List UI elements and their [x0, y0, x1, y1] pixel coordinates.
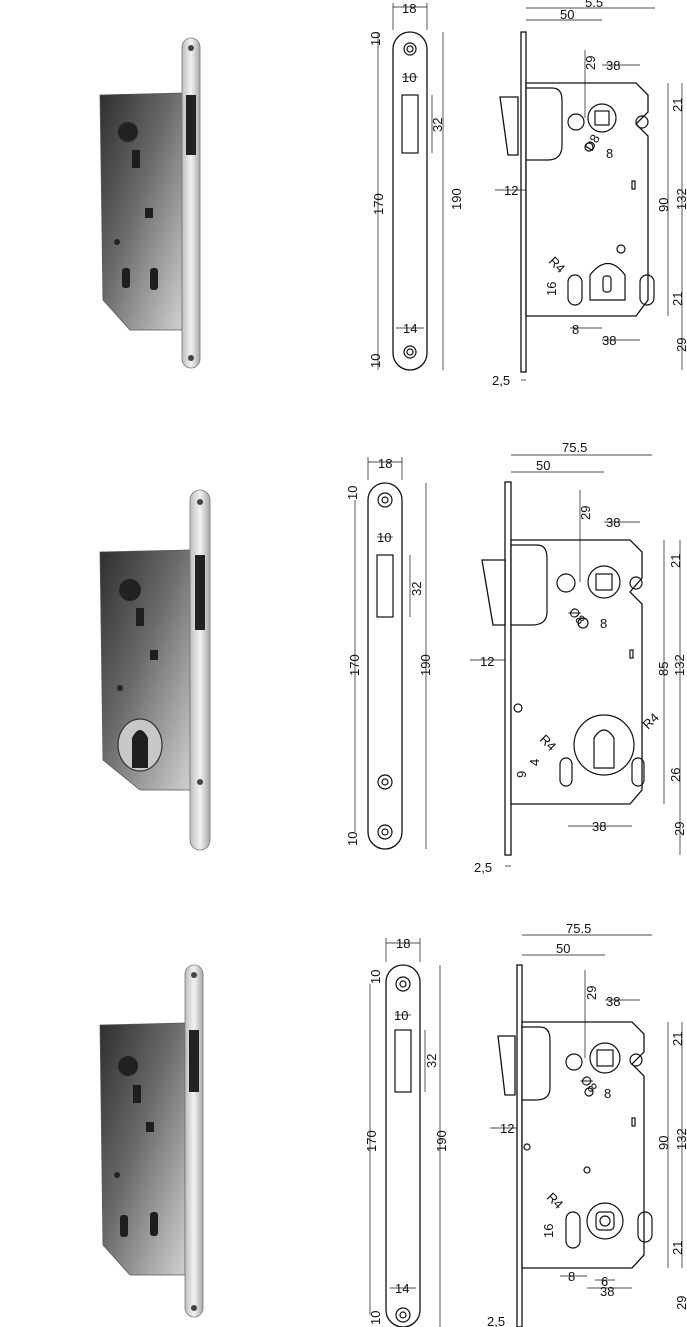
- r2-b-rbottom: 26: [668, 768, 683, 782]
- r2-fp-top: 10: [345, 486, 360, 500]
- r1-fp-sloth: 32: [430, 118, 445, 132]
- r3-fp-bottom: 10: [368, 1311, 383, 1325]
- r3-b-backset: 50: [556, 941, 570, 956]
- r1-fp-span: 170: [371, 193, 386, 215]
- body-drawing-2: [470, 454, 681, 867]
- row-1: 18 10 10 32 170 190 14 10 5.5 50 29 38 2…: [99, 0, 687, 388]
- r3-b-thick: 2,5: [487, 1314, 505, 1327]
- r3-b-small: 8: [604, 1086, 611, 1101]
- r2-b-d1: 29: [578, 506, 593, 520]
- r1-b-topw: 5.5: [585, 0, 603, 10]
- r3-fp-span: 170: [364, 1130, 379, 1152]
- r1-fp-holes: 14: [403, 321, 417, 336]
- r2-b-backset: 50: [536, 458, 550, 473]
- r1-fp-width: 18: [402, 1, 416, 16]
- r3-b-left: 12: [500, 1121, 514, 1136]
- r1-b-thick: 2,5: [492, 373, 510, 388]
- r3-b-d2: 38: [606, 994, 620, 1009]
- r3-fp-holes: 14: [395, 1281, 409, 1296]
- r2-fp-span: 170: [347, 654, 362, 676]
- lock-photo-1: [99, 37, 201, 369]
- r2-b-bottom: 29: [672, 822, 687, 836]
- r2-b-thick: 2,5: [474, 860, 492, 875]
- faceplate-drawing-1: [377, 3, 444, 371]
- body-drawing-3: [490, 934, 683, 1327]
- r2-fp-bottom: 10: [345, 832, 360, 846]
- r3-fp-height: 190: [434, 1130, 449, 1152]
- r1-b-d1: 29: [583, 56, 598, 70]
- r1-b-d2: 38: [606, 58, 620, 73]
- r3-fp-slotw: 10: [394, 1008, 408, 1023]
- r1-b-rtop: 21: [670, 98, 685, 112]
- r2-fp-slotw: 10: [377, 530, 391, 545]
- r1-b-bottom: 29: [674, 338, 687, 352]
- r2-b-radius2: R4: [640, 710, 662, 732]
- r3-b-rbottom: 21: [670, 1241, 685, 1255]
- r1-b-rbottom: 21: [670, 292, 685, 306]
- r1-b-mid: 90: [656, 198, 671, 212]
- row-2: 18 10 10 32 170 190 10 75.5 50 29 38 21 …: [99, 440, 687, 875]
- row-1-labels: 18 10 10 32 170 190 14 10 5.5 50 29 38 2…: [368, 0, 687, 388]
- r3-b-bottom: 29: [674, 1296, 687, 1310]
- r1-b-small: 8: [606, 146, 613, 161]
- row-2-labels: 18 10 10 32 170 190 10 75.5 50 29 38 21 …: [345, 440, 687, 875]
- r2-b-b2: 38: [592, 819, 606, 834]
- r3-b-keyh: 16: [541, 1224, 556, 1238]
- r1-b-total: 132: [674, 188, 687, 210]
- r1-fp-top: 10: [368, 32, 383, 46]
- r1-b-keyh: 16: [544, 282, 559, 296]
- r2-fp-height: 190: [418, 654, 433, 676]
- r1-fp-height: 190: [449, 188, 464, 210]
- r1-b-hole: D8: [582, 132, 603, 154]
- r1-b-left: 12: [504, 183, 518, 198]
- r2-b-left: 12: [480, 654, 494, 669]
- r2-b-mid: 85: [656, 662, 671, 676]
- r3-fp-sloth: 32: [424, 1054, 439, 1068]
- r1-b-backset: 50: [560, 7, 574, 22]
- r3-b-rtop: 21: [670, 1032, 685, 1046]
- r2-fp-width: 18: [378, 456, 392, 471]
- r3-b-topw: 75.5: [566, 921, 591, 936]
- r1-b-b1: 8: [572, 322, 579, 337]
- r1-fp-slotw: 10: [402, 70, 416, 85]
- row-3: 18 10 10 32 170 190 14 10 75.5 50 29 38 …: [99, 921, 687, 1327]
- r2-b-keyh: 4: [527, 759, 542, 766]
- r2-b-total: 132: [672, 654, 687, 676]
- row-3-labels: 18 10 10 32 170 190 14 10 75.5 50 29 38 …: [364, 921, 687, 1327]
- r1-fp-bottom: 10: [368, 354, 383, 368]
- r2-b-rtop: 21: [668, 554, 683, 568]
- r3-b-mid: 90: [656, 1136, 671, 1150]
- faceplate-drawing-2: [354, 457, 427, 850]
- r2-fp-sloth: 32: [409, 582, 424, 596]
- r3-b-b1: 8: [568, 1269, 575, 1284]
- lock-photo-3: [99, 964, 204, 1318]
- r3-b-b3: 6: [601, 1274, 608, 1289]
- r3-b-d1: 29: [584, 986, 599, 1000]
- r2-b-keyw: 9: [514, 771, 529, 778]
- r2-b-small: 8: [600, 616, 607, 631]
- r3-fp-width: 18: [396, 936, 410, 951]
- r3-b-total: 132: [674, 1128, 687, 1150]
- r1-b-b2: 38: [602, 333, 616, 348]
- r3-fp-top: 10: [368, 970, 383, 984]
- body-drawing-1: [495, 7, 683, 381]
- r2-b-topw: 75.5: [562, 440, 587, 455]
- faceplate-drawing-3: [369, 938, 441, 1327]
- r2-b-d2: 38: [606, 515, 620, 530]
- lock-photo-2: [99, 489, 211, 851]
- r3-b-b2: 38: [600, 1284, 614, 1299]
